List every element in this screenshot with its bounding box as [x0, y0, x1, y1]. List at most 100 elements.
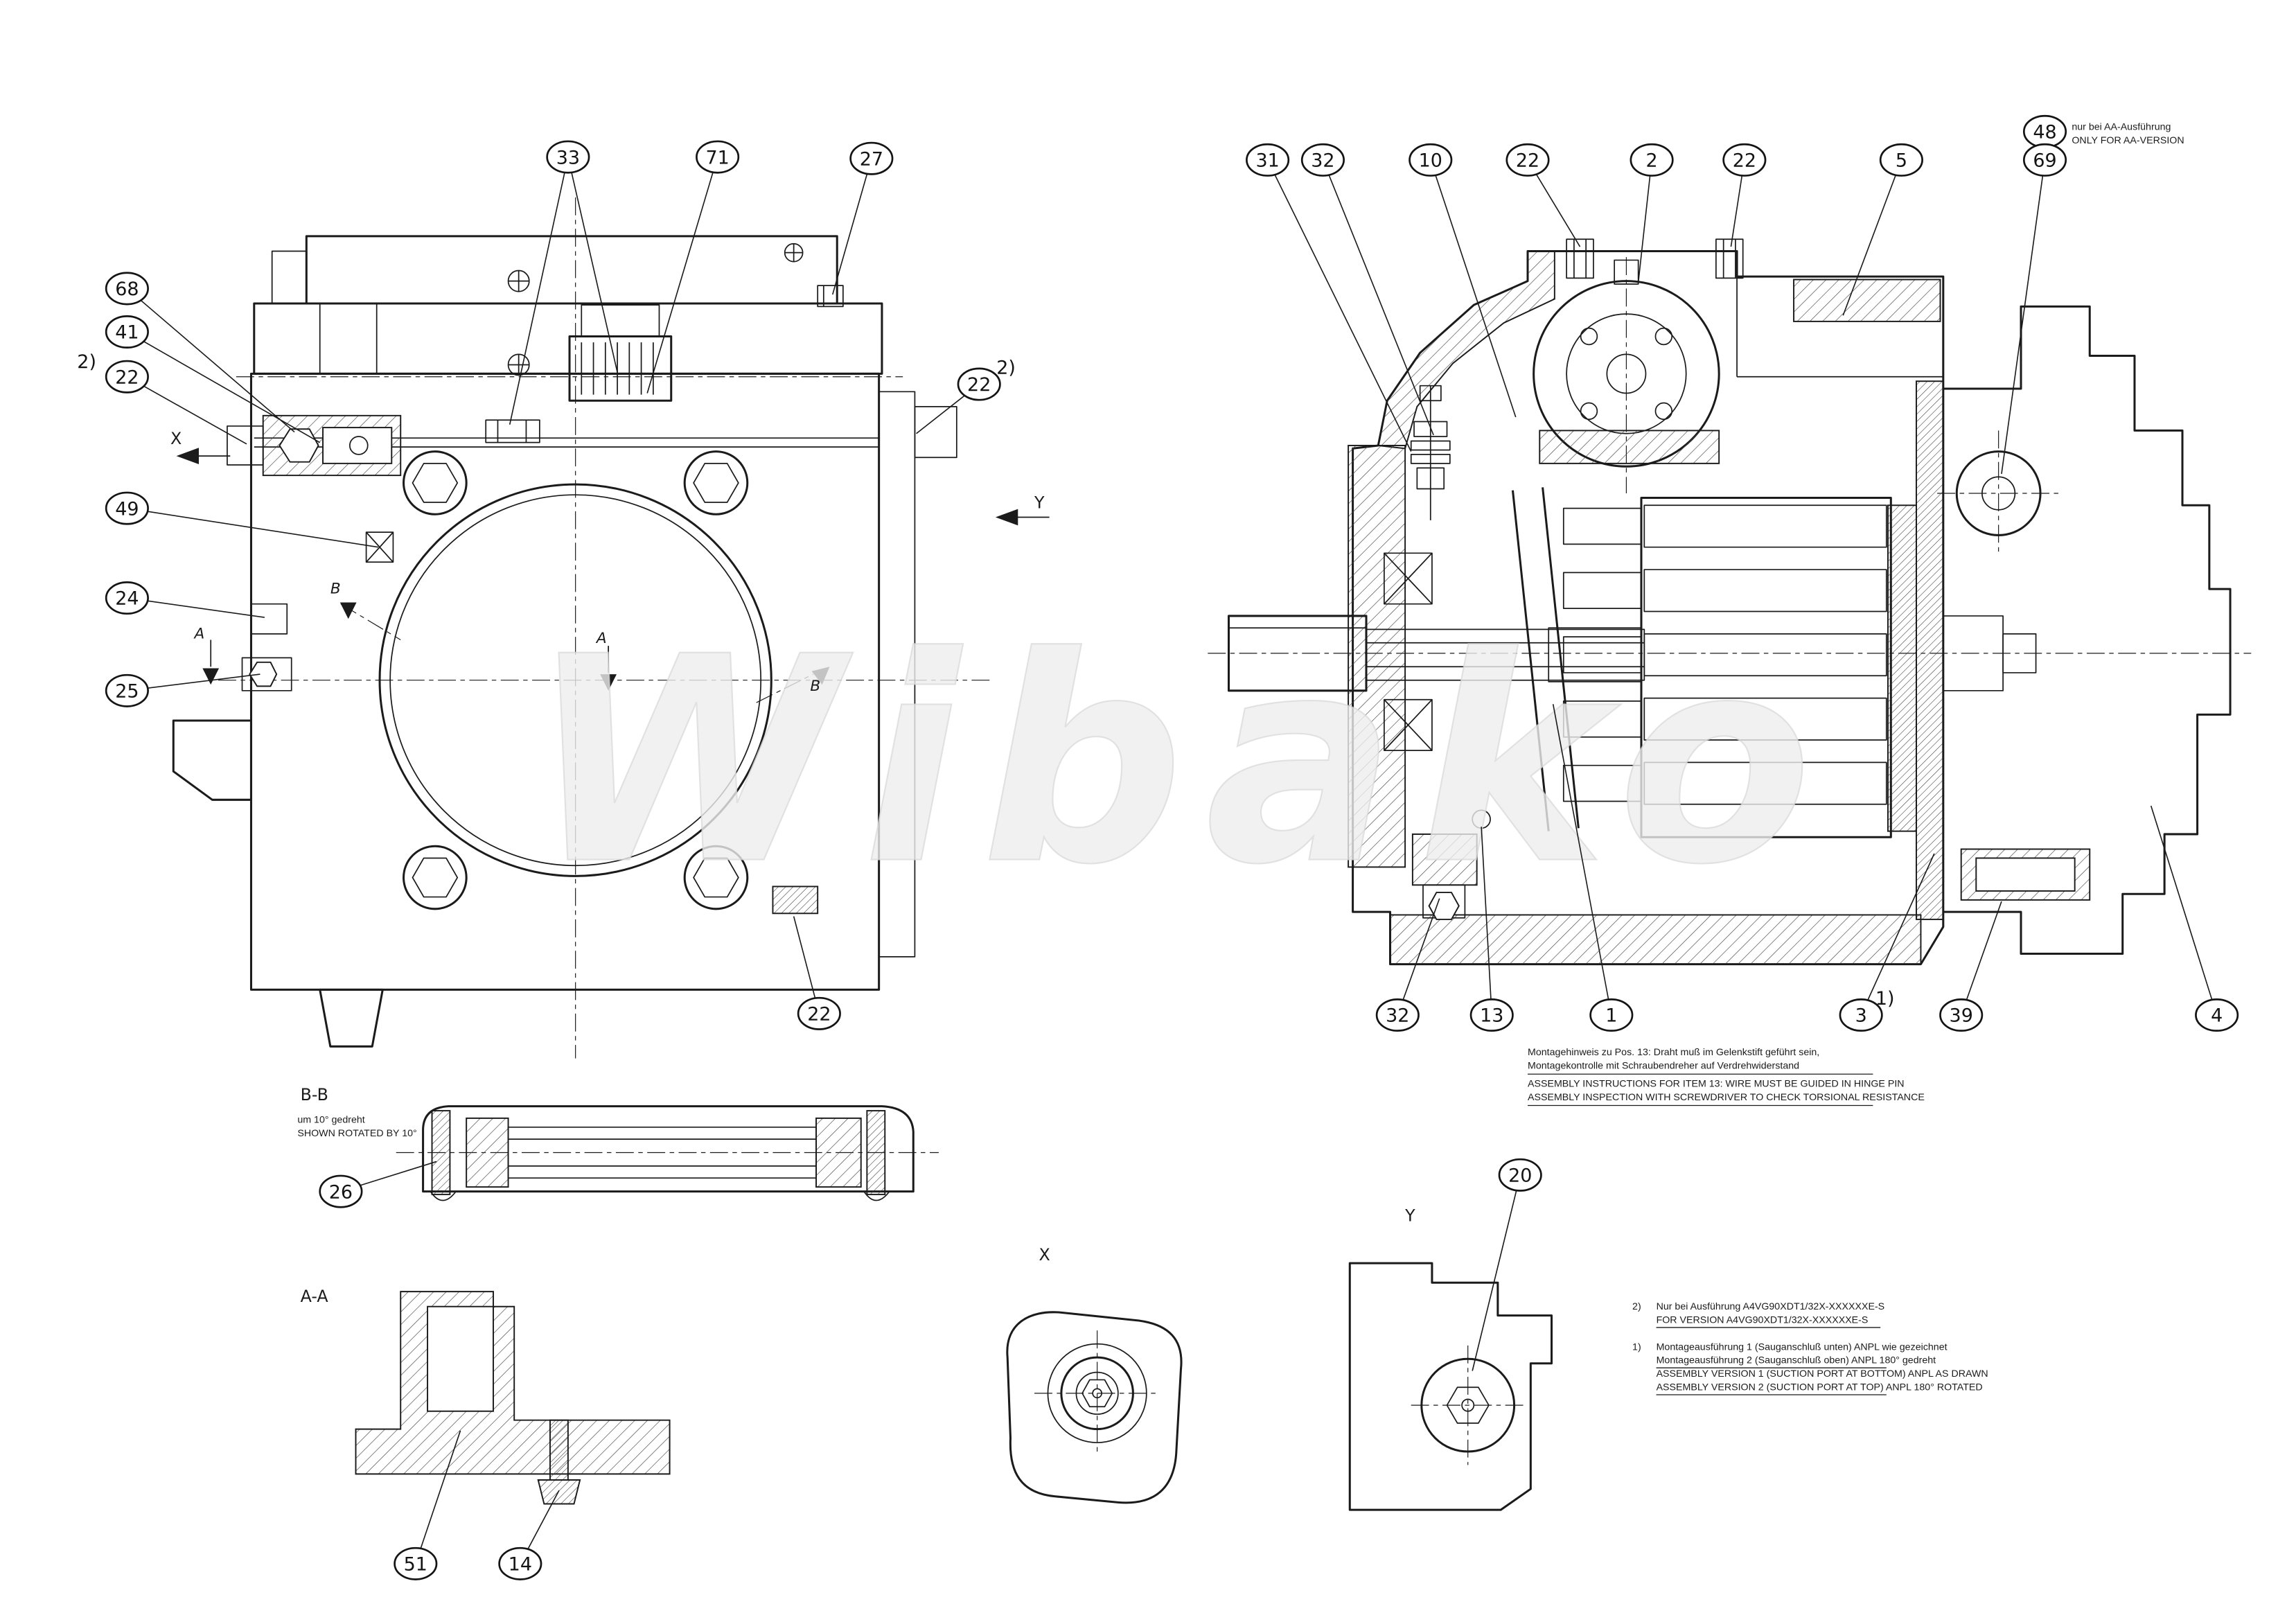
callout-69: 69 — [2001, 143, 2067, 475]
svg-text:22: 22 — [967, 374, 991, 396]
callout-39: 39 — [1939, 901, 2002, 1032]
footnote-ref-1-item3: 1) — [1875, 988, 1895, 1010]
side-port-plug — [227, 414, 402, 477]
footnote-ref-2-right: 2) — [996, 357, 1016, 378]
view-y-detail — [1348, 1262, 1553, 1511]
svg-text:71: 71 — [705, 147, 729, 168]
top-screws — [1566, 238, 1744, 279]
section-cut-marks — [202, 602, 830, 703]
svg-text:14: 14 — [509, 1554, 532, 1576]
svg-text:31: 31 — [1255, 150, 1279, 172]
bottom-plug — [1411, 809, 1491, 920]
view-y-title: Y — [1404, 1206, 1415, 1226]
pin-item-49 — [365, 531, 394, 563]
svg-text:24: 24 — [115, 588, 139, 610]
screw-item-27 — [817, 285, 844, 308]
footnote-1-de2: Montageausführung 2 (Sauganschluß oben) … — [1657, 1355, 1936, 1366]
callouts: 33 71 27 68 41 22 2) 49 24 — [77, 114, 2239, 1580]
svg-text:22: 22 — [807, 1004, 831, 1025]
bb-note-de: um 10° gedreht — [297, 1114, 364, 1125]
svg-text:22: 22 — [1733, 150, 1756, 172]
assembly-note-de1: Montagehinweis zu Pos. 13: Draht muß im … — [1528, 1047, 1819, 1058]
svg-text:48: 48 — [2033, 122, 2056, 143]
callout-22-sec2: 22 — [1722, 143, 1767, 247]
assembly-note-en1: ASSEMBLY INSTRUCTIONS FOR ITEM 13: WIRE … — [1528, 1079, 1905, 1090]
svg-text:69: 69 — [2033, 150, 2056, 172]
section-bb-title: B-B — [301, 1085, 328, 1104]
view-x-detail — [1006, 1311, 1183, 1504]
watermark: Wibako — [529, 596, 1834, 927]
footnote-1-de1: Montageausführung 1 (Sauganschluß unten)… — [1657, 1341, 1948, 1352]
callout-3: 3 1) — [1839, 853, 1935, 1032]
callout-22-left: 22 2) — [77, 351, 247, 445]
callout-10: 10 — [1408, 143, 1517, 418]
top-mounting-plate — [305, 235, 838, 305]
valve-block — [568, 304, 673, 402]
assembly-instructions: Montagehinweis zu Pos. 13: Draht muß im … — [1528, 1047, 1925, 1107]
cut-a1-label: A — [193, 625, 204, 642]
bearing-icon — [1384, 552, 1433, 751]
hex-socket-icon — [1081, 1379, 1113, 1408]
svg-text:1: 1 — [1605, 1005, 1617, 1027]
callout-4: 4 — [2150, 805, 2239, 1032]
svg-text:51: 51 — [404, 1554, 427, 1576]
callout-33: 33 — [509, 140, 618, 425]
callout-51: 51 — [394, 1430, 461, 1580]
callout-13: 13 — [1469, 827, 1514, 1032]
callout-48: 48 — [2022, 114, 2067, 148]
view-titles: B-B um 10° gedreht SHOWN ROTATED BY 10° … — [297, 1085, 1415, 1306]
svg-text:26: 26 — [329, 1181, 353, 1203]
assembly-note-de2: Montagekontrolle mit Schraubendreher auf… — [1528, 1061, 1799, 1072]
callout-27: 27 — [831, 141, 894, 295]
callout-1: 1 — [1552, 704, 1634, 1032]
callout-32-bottom: 32 — [1375, 898, 1440, 1032]
callout-41: 41 — [105, 315, 321, 443]
footnotes: 2) Nur bei Ausführung A4VG90XDT1/32X-XXX… — [1632, 1301, 1988, 1395]
bolt-item-25 — [241, 657, 292, 691]
svg-text:3: 3 — [1855, 1005, 1867, 1027]
callout-68: 68 — [105, 272, 295, 433]
through-drive-flange — [1942, 305, 2232, 955]
svg-text:33: 33 — [556, 147, 580, 168]
footnote-1-en2: ASSEMBLY VERSION 2 (SUCTION PORT AT TOP)… — [1657, 1382, 1983, 1393]
callout-32-top: 32 — [1300, 143, 1434, 436]
svg-text:32: 32 — [1386, 1005, 1409, 1027]
bottom-seal-item-22 — [772, 885, 819, 915]
section-aa-view — [355, 1291, 671, 1505]
section-aa-title: A-A — [301, 1287, 329, 1306]
svg-text:2: 2 — [1646, 150, 1658, 172]
svg-text:39: 39 — [1950, 1005, 1973, 1027]
direction-y-label: Y — [1034, 493, 1045, 513]
view-x-title: X — [1039, 1245, 1050, 1264]
footnote-2-en: FOR VERSION A4VG90XDT1/32X-XXXXXXE-S — [1657, 1314, 1869, 1325]
svg-text:27: 27 — [860, 148, 883, 170]
bottom-tab — [319, 988, 384, 1048]
direction-y-arrow-icon — [995, 509, 1018, 526]
control-head — [1533, 259, 1720, 468]
aa-version-note: nur bei AA-Ausführung ONLY FOR AA-VERSIO… — [2072, 122, 2184, 146]
footnote-2-de: Nur bei Ausführung A4VG90XDT1/32X-XXXXXX… — [1657, 1301, 1885, 1312]
clip-item-24 — [251, 603, 288, 635]
bottom-wall — [1389, 914, 1922, 965]
svg-text:20: 20 — [1508, 1165, 1532, 1187]
callout-49: 49 — [105, 491, 378, 548]
callout-22-right: 22 2) — [916, 357, 1016, 434]
callout-25: 25 — [105, 673, 260, 707]
section-bb-view — [396, 1105, 939, 1201]
svg-text:13: 13 — [1480, 1005, 1503, 1027]
servo-stack — [1410, 385, 1451, 520]
assembly-note-en2: ASSEMBLY INSPECTION WITH SCREWDRIVER TO … — [1528, 1092, 1925, 1103]
svg-text:25: 25 — [115, 681, 139, 703]
direction-labels: X Y B B A A — [170, 429, 1050, 695]
footnote-1-en1: ASSEMBLY VERSION 1 (SUCTION PORT AT BOTT… — [1657, 1368, 1988, 1379]
section-view — [1208, 238, 2252, 966]
callout-14: 14 — [498, 1490, 560, 1580]
main-bore-circle — [378, 483, 772, 877]
aa-version-note-de: nur bei AA-Ausführung — [2072, 122, 2171, 133]
cut-b2-label: B — [810, 678, 820, 695]
callout-24: 24 — [105, 581, 265, 618]
vent-screw-icon — [507, 243, 804, 376]
callout-22-sec1: 22 — [1505, 143, 1581, 247]
cut-b1-label: B — [330, 581, 341, 598]
